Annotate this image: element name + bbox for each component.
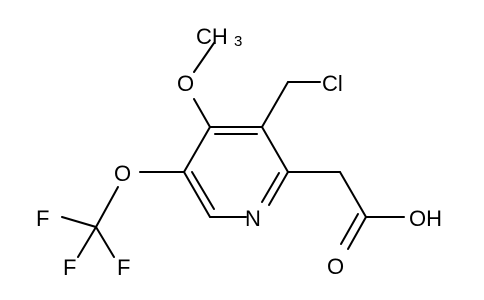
carbonyl-oxygen-label: O [327, 254, 344, 279]
bond-c-o-upper [347, 216, 367, 250]
ring-bond-c3-c2 [261, 126, 289, 173]
bond-ch2-cooh [339, 171, 367, 218]
bond-o-cf3 [95, 186, 119, 228]
bond-c-f3 [95, 226, 115, 258]
bond-c-f2 [77, 226, 97, 258]
ether-oxygen-label: O [114, 161, 131, 186]
bond-c-f1 [61, 216, 97, 228]
ring-double-bond-c6-c5 [191, 171, 215, 210]
hydroxyl-label: OH [409, 206, 442, 231]
methoxy-oxygen-label: O [177, 71, 194, 96]
ring-nitrogen-label: N [245, 206, 261, 231]
methyl-label: CH [196, 24, 228, 49]
bond-c-o-lower [340, 213, 359, 245]
bond-c3-ch2 [261, 81, 289, 128]
ring-bond-c6-c5 [183, 171, 211, 218]
ring-double-bond-c2-n [261, 172, 280, 203]
chlorine-label: Cl [322, 71, 343, 96]
ring-bond-c2-n [268, 171, 289, 206]
fluorine-1-label: F [36, 206, 49, 231]
methyl-subscript: 3 [234, 33, 242, 50]
bond-o-ch3 [193, 42, 215, 73]
fluorine-2-label: F [63, 255, 76, 280]
fluorine-3-label: F [117, 255, 130, 280]
ring-bond-c5-c4 [183, 126, 211, 173]
bond-c4-o [193, 98, 211, 128]
